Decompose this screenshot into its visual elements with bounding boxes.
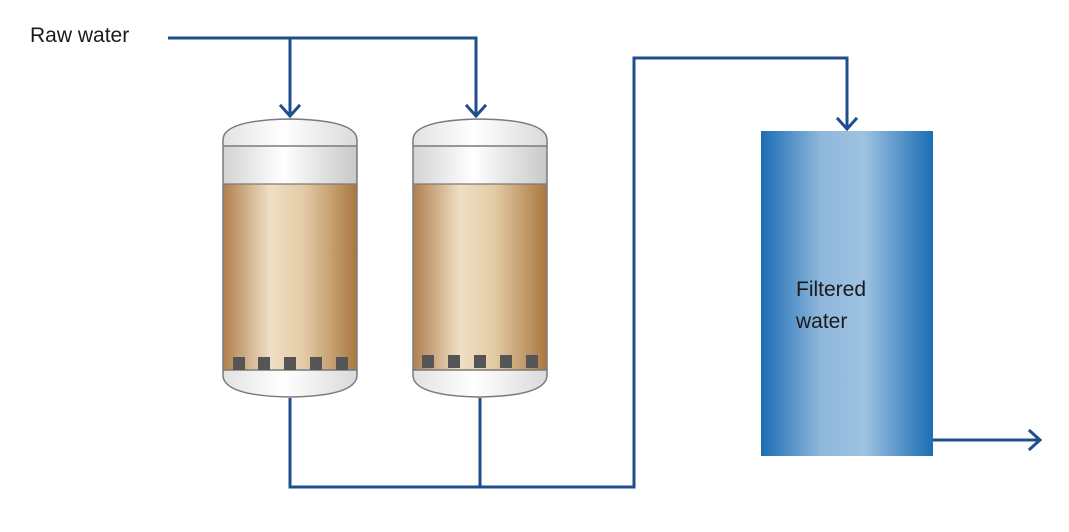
underdrain-nozzles	[233, 357, 348, 370]
filtered-water-label-line1: Filtered	[796, 278, 866, 301]
arrow-down-icon	[464, 103, 488, 119]
underdrain-nozzles	[422, 355, 538, 368]
filtered-water-pipe	[288, 56, 859, 489]
filtered-water-label-line2: water	[795, 310, 847, 333]
arrow-down-icon	[835, 116, 859, 132]
tank-outlet-pipe	[933, 428, 1043, 452]
filter-vessel-1	[222, 118, 358, 398]
raw-water-inlet-pipe	[168, 36, 488, 119]
arrow-down-icon	[278, 103, 302, 119]
filter-vessel-2	[412, 118, 548, 398]
filtered-water-tank: Filtered water	[761, 131, 933, 456]
arrow-right-icon	[1027, 428, 1043, 452]
raw-water-label: Raw water	[30, 24, 129, 47]
